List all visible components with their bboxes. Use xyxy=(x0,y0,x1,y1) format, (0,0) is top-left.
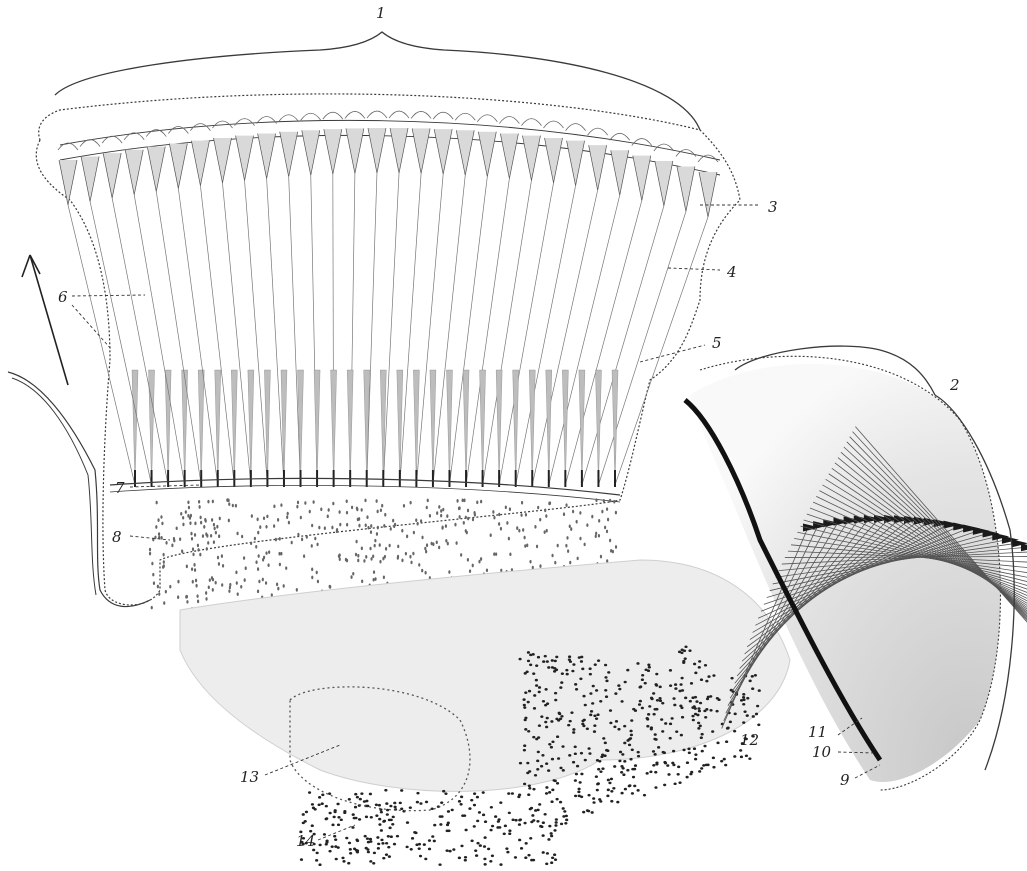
direction-arrow-icon xyxy=(22,255,68,385)
label-1: 1 xyxy=(376,4,386,22)
label-12: 12 xyxy=(740,731,759,749)
label-10: 10 xyxy=(812,743,832,761)
large-eye-body xyxy=(36,94,740,605)
label-9: 9 xyxy=(840,771,850,789)
rhabdom-rods xyxy=(68,173,708,487)
label-7: 7 xyxy=(115,479,125,497)
label-8: 8 xyxy=(112,528,122,546)
label-2: 2 xyxy=(949,376,960,394)
label-14: 14 xyxy=(296,832,315,850)
cuticle-fold xyxy=(8,372,150,607)
label-11: 11 xyxy=(808,723,827,741)
label-5: 5 xyxy=(712,334,722,352)
label-3: 3 xyxy=(768,198,778,216)
label-6: 6 xyxy=(58,288,68,306)
facet-row xyxy=(58,111,718,217)
brace-1 xyxy=(55,32,700,130)
label-13: 13 xyxy=(240,768,259,786)
label-4: 4 xyxy=(726,263,737,281)
